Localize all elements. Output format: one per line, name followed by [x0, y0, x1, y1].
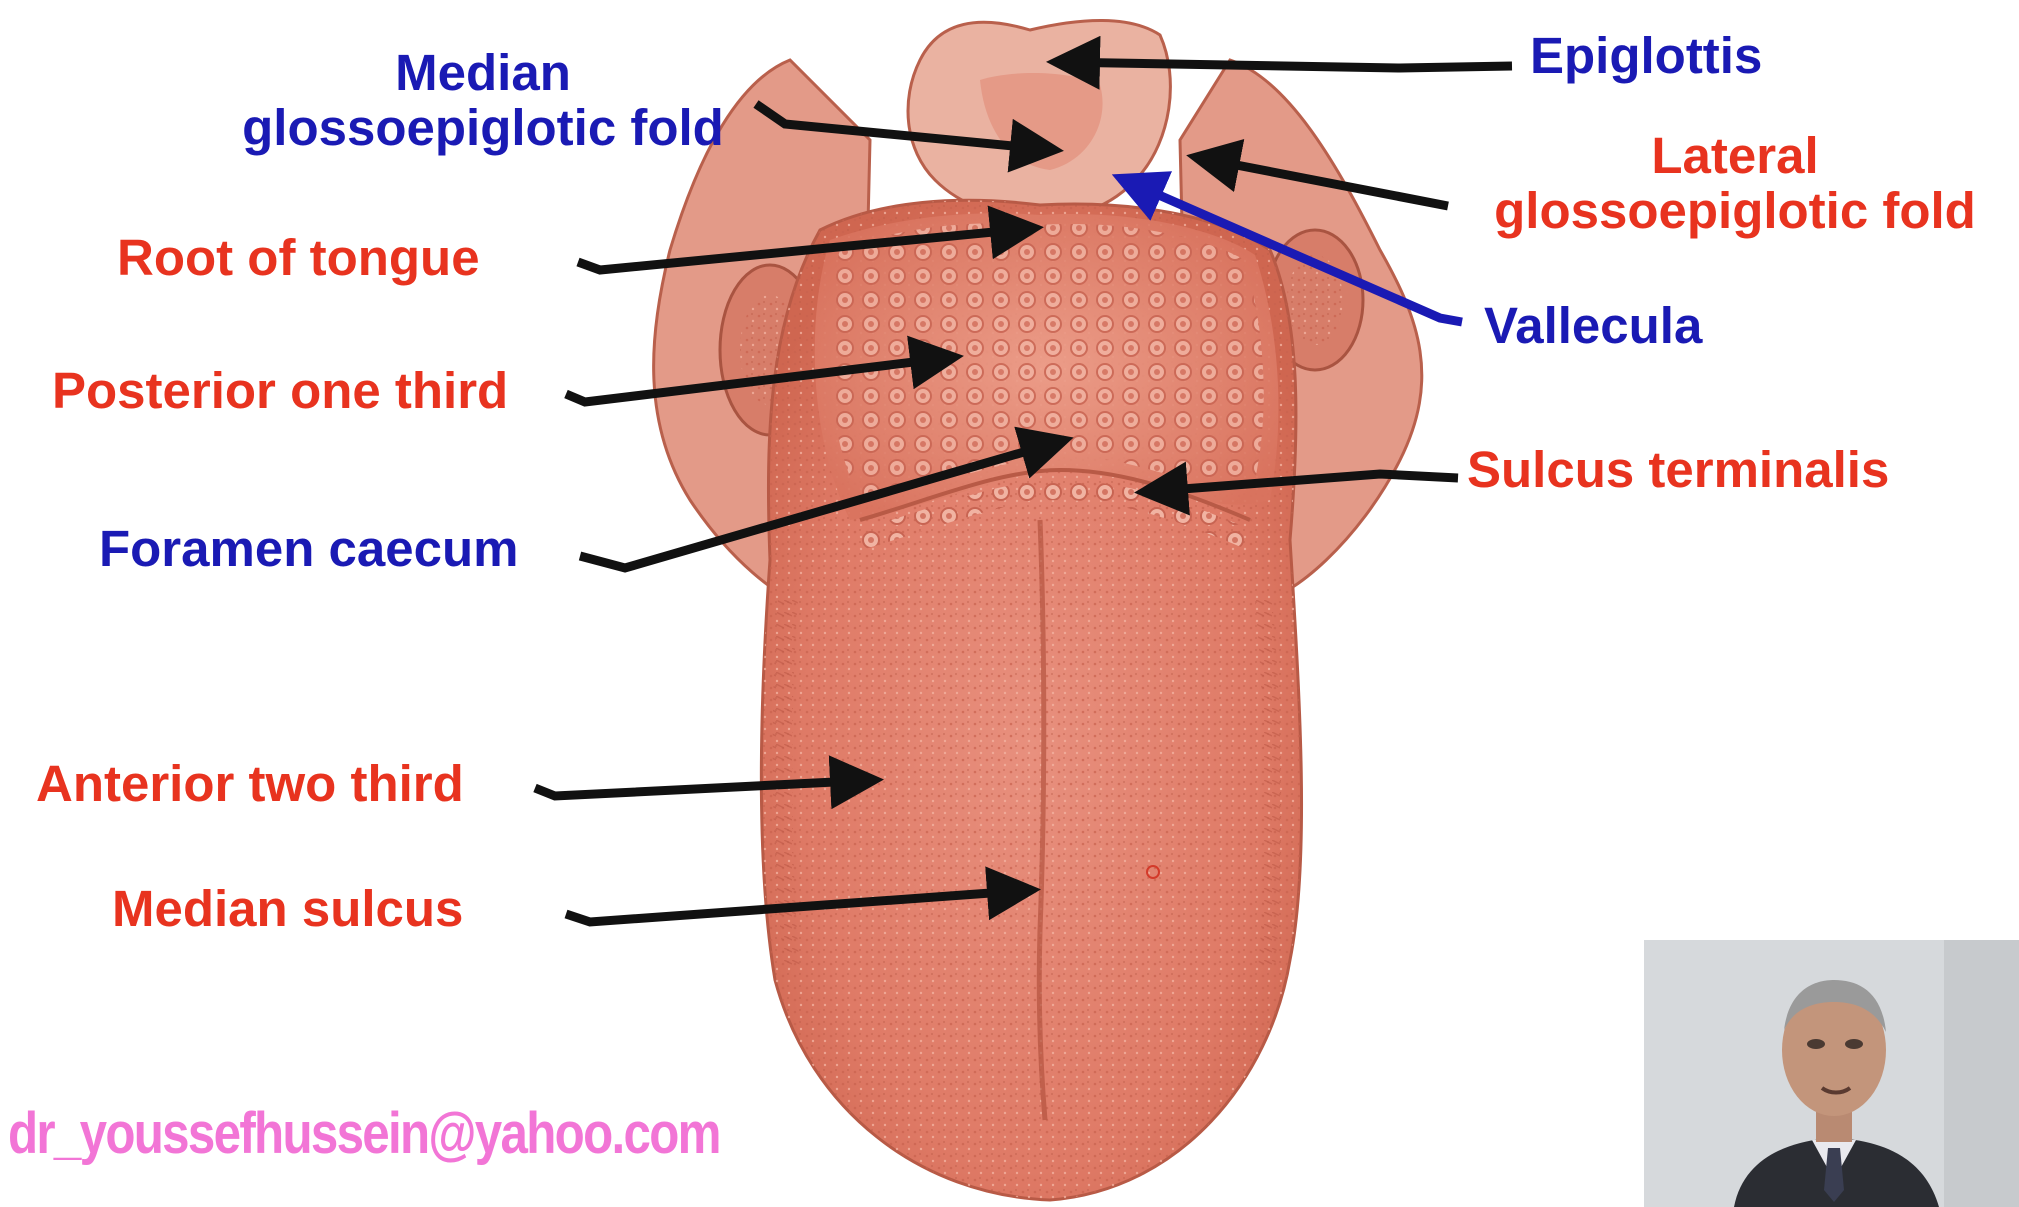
label-sulcus-terminalis: Sulcus terminalis — [1467, 442, 1889, 497]
label-anterior-two-third: Anterior two third — [36, 756, 464, 811]
presenter-video — [1644, 940, 2019, 1207]
arrow-epiglottis — [1055, 62, 1512, 68]
author-email: dr_youssefhussein@yahoo.com — [8, 1100, 720, 1167]
label-vallecula: Vallecula — [1484, 298, 1702, 353]
label-lateral-glossoepiglotic-fold: Lateral glossoepiglotic fold — [1470, 128, 2000, 238]
label-median-fold-line1: Median — [218, 45, 748, 100]
label-median-glossoepiglotic-fold: Median glossoepiglotic fold — [218, 45, 748, 155]
label-root-of-tongue: Root of tongue — [117, 230, 480, 285]
tongue-body — [761, 200, 1301, 1200]
label-median-fold-line2: glossoepiglotic fold — [218, 100, 748, 155]
presenter-video-icon — [1644, 940, 2019, 1207]
label-median-sulcus: Median sulcus — [112, 881, 463, 936]
label-epiglottis: Epiglottis — [1530, 28, 1762, 83]
label-lateral-fold-line2: glossoepiglotic fold — [1470, 183, 2000, 238]
label-foramen-caecum: Foramen caecum — [99, 521, 519, 576]
label-posterior-one-third: Posterior one third — [52, 363, 508, 418]
label-lateral-fold-line1: Lateral — [1470, 128, 2000, 183]
